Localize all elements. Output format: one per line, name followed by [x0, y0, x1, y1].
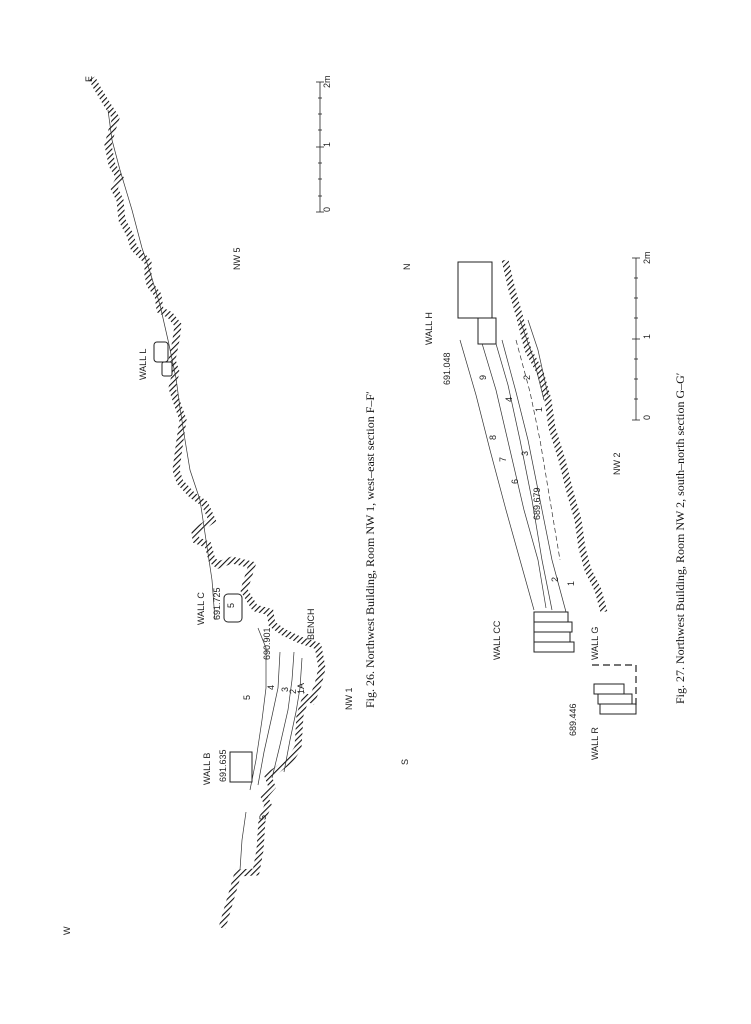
fig26-layer-label: 5	[258, 815, 268, 820]
fig26-layer-label: 3	[280, 687, 290, 692]
fig26-scale-zero: 0	[322, 207, 332, 212]
fig27-wall-h-label: WALL H	[424, 312, 434, 345]
fig26-layer-label: 2	[288, 689, 298, 694]
fig27-layer-label: 2	[550, 577, 560, 582]
fig27-section: 0 1 2m S N NW 2 WALL H WALL CC WALL G WA…	[400, 251, 687, 765]
fig27-direction-n: N	[402, 264, 412, 271]
fig26-layer-label: 4	[266, 685, 276, 690]
fig27-elev-r: 689.446	[568, 703, 578, 736]
fig26-layer-label: 1A	[296, 683, 306, 694]
fig26-wall-l-stone-2	[161, 361, 173, 377]
fig27-scale-bar	[632, 257, 640, 421]
fig26-strata	[107, 109, 303, 871]
fig26-elev-c: 691.725	[212, 587, 222, 620]
fig26-wall-b-label: WALL B	[202, 753, 212, 785]
fig26-wall-l-label: WALL L	[138, 349, 148, 380]
fig27-wall-r-label: WALL R	[590, 727, 600, 760]
fig26-room-nw1: NW 1	[344, 688, 354, 711]
fig27-layer-label: 4	[504, 397, 514, 402]
fig27-layer-label: 3	[520, 451, 530, 456]
fig26-section: 0 1 2m W E NW 1 NW 5 WALL B WALL C WALL …	[62, 75, 377, 935]
fig26-wall-b-stones	[229, 751, 253, 783]
fig26-bench-label: BENCH	[306, 608, 316, 640]
fig27-wall-g-label: WALL G	[590, 627, 600, 660]
fig27-caption: Fig. 27. Northwest Building, Room NW 2, …	[673, 372, 687, 704]
fig27-dashed-section-line	[592, 664, 637, 705]
fig26-wall-l-stones	[153, 341, 169, 363]
fig26-layer-label: 5	[226, 603, 236, 608]
fig27-layer-label: 9	[478, 375, 488, 380]
fig26-layer-label: 5	[242, 695, 252, 700]
fig27-room-nw2: NW 2	[612, 453, 622, 476]
fig27-wall-cc-stones	[533, 611, 575, 653]
fig27-wall-h-stones	[457, 261, 493, 319]
fig27-scale-zero: 0	[642, 415, 652, 420]
fig26-scale-bar	[316, 81, 324, 213]
fig27-wall-cc-label: WALL CC	[492, 620, 502, 660]
fig26-scale-one: 1	[322, 142, 332, 147]
fig26-ground-profile	[88, 76, 326, 929]
fig27-scale-one: 1	[642, 334, 652, 339]
fig26-caption: Fig. 26. Northwest Building, Room NW 1, …	[363, 391, 377, 708]
fig27-layer-label: 7	[498, 457, 508, 462]
fig26-direction-e: E	[84, 76, 94, 82]
fig27-elev-h: 691.048	[442, 352, 452, 385]
fig26-scale-two: 2m	[322, 75, 332, 88]
fig26-direction-w: W	[62, 926, 72, 935]
fig27-layer-label: 2	[522, 375, 532, 380]
fig26-elev-bench: 690.901	[262, 627, 272, 660]
fig27-layer-label: 1	[534, 407, 544, 412]
fig26-elev-b: 691.635	[218, 749, 228, 782]
fig27-direction-s: S	[400, 759, 410, 765]
fig27-scale-two: 2m	[642, 251, 652, 264]
fig27-elev-mid: 689.679	[532, 487, 542, 520]
fig27-strata	[459, 319, 567, 613]
fig26-wall-c-stones	[223, 593, 243, 623]
fig27-layer-label: 6	[510, 479, 520, 484]
fig27-wall-r-stones	[593, 683, 637, 715]
fig27-layer-label: 8	[488, 435, 498, 440]
fig26-room-nw5: NW 5	[232, 248, 242, 271]
fig27-layer-label: 1	[566, 581, 576, 586]
fig27-wall-h-stone-2	[477, 317, 497, 345]
fig26-wall-c-label: WALL C	[196, 592, 206, 625]
